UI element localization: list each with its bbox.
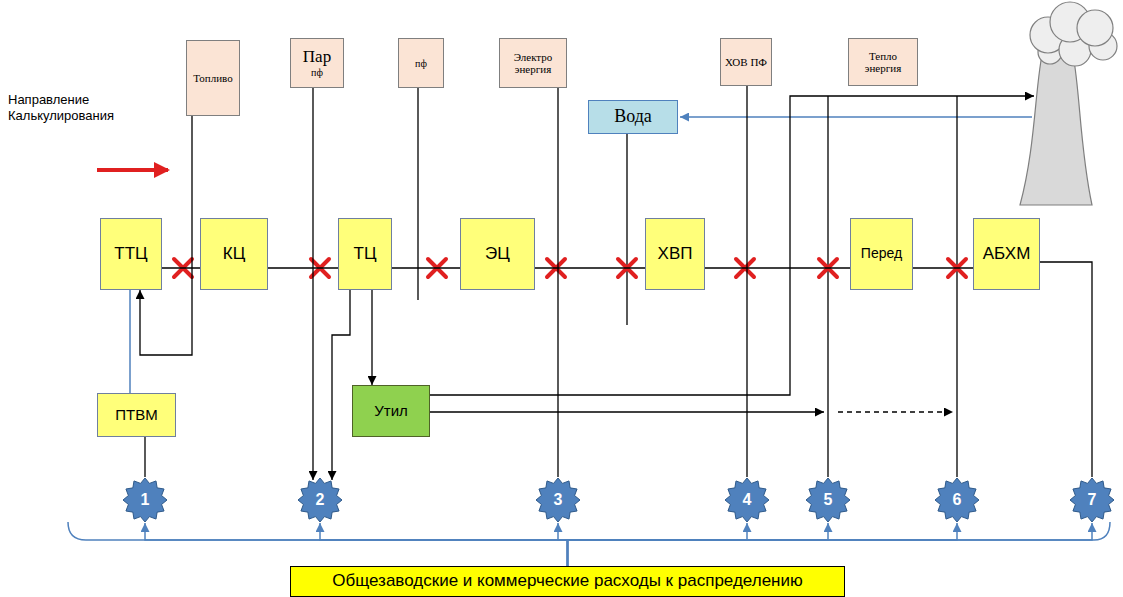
connector — [568, 523, 958, 566]
util-heat-arrow — [430, 411, 824, 412]
shop-box: АБХМ — [973, 218, 1040, 290]
node-text: Утил — [374, 403, 408, 420]
connector — [162, 267, 200, 268]
connector — [913, 267, 973, 268]
star-shape — [806, 478, 850, 522]
callout-number: 4 — [743, 491, 752, 509]
connector — [392, 267, 460, 268]
util-to-tower-arrow — [430, 96, 1034, 395]
source-box: Электро энергия — [499, 38, 567, 88]
connector — [332, 290, 350, 480]
node-text: Электро энергия — [502, 51, 564, 75]
water-return-arrow — [680, 116, 1032, 118]
utilizer-box: Утил — [352, 385, 430, 437]
connector — [568, 523, 829, 566]
shop-box: Перед — [850, 218, 913, 290]
connector — [558, 523, 568, 566]
star-shape — [725, 478, 769, 522]
node-text: АБХМ — [983, 245, 1031, 264]
steam-cloud — [1030, 2, 1117, 66]
node-text: Топливо — [193, 72, 232, 84]
connector — [705, 267, 850, 268]
water-box: Вода — [588, 100, 678, 134]
callout-star: 5 — [805, 477, 851, 523]
callout-number: 6 — [953, 491, 962, 509]
callout-star: 1 — [122, 477, 168, 523]
collector-line — [827, 96, 828, 477]
connector — [268, 267, 338, 268]
callout-number: 7 — [1088, 491, 1097, 509]
node-text: Тепло энергия — [851, 50, 915, 74]
node-text: Перед — [861, 246, 902, 261]
connector — [535, 267, 645, 268]
direction-arrow — [97, 168, 168, 172]
node-text: Общезаводские и коммерческие расходы к р… — [332, 572, 802, 591]
callout-star: 4 — [724, 477, 770, 523]
shop-box: ТТЦ — [100, 218, 162, 290]
connector — [371, 290, 372, 385]
shop-box: КЦ — [200, 218, 268, 290]
node-text: ХВП — [658, 245, 693, 264]
node-text: Пар — [303, 48, 331, 67]
callout-star: 6 — [934, 477, 980, 523]
node-text: ХОВ ПФ — [725, 56, 767, 68]
node-text: ТЦ — [354, 245, 377, 264]
callout-star: 3 — [535, 477, 581, 523]
connector — [312, 88, 313, 480]
node-text: пф — [415, 58, 427, 69]
cloud-puff — [1077, 10, 1113, 46]
node-text: пф — [311, 67, 323, 78]
callout-number: 2 — [316, 491, 325, 509]
shop-box: ХВП — [645, 218, 705, 290]
callout-number: 5 — [824, 491, 833, 509]
star-shape — [536, 478, 580, 522]
connector — [320, 523, 568, 566]
direction-label: Направление Калькулирования — [8, 92, 133, 123]
node-text: ПТВМ — [115, 407, 157, 424]
connector — [145, 523, 568, 566]
callout-number: 1 — [141, 491, 150, 509]
node-text: ТТЦ — [114, 245, 147, 264]
node-text: ЭЦ — [485, 245, 510, 264]
shop-box: ПТВМ — [97, 393, 176, 437]
node-text: КЦ — [223, 245, 245, 264]
source-box: пф — [398, 38, 444, 88]
water-line — [626, 134, 627, 325]
star-shape — [935, 478, 979, 522]
connector — [1040, 262, 1092, 477]
callout-number: 3 — [554, 491, 563, 509]
connector — [746, 86, 747, 477]
distribution-brace — [68, 522, 1110, 540]
star-shape — [123, 478, 167, 522]
connector — [557, 88, 558, 477]
source-box: Парпф — [290, 38, 344, 88]
star-shape — [298, 478, 342, 522]
connector — [144, 437, 145, 477]
cut-marks — [174, 259, 966, 277]
star-shape — [1070, 478, 1114, 522]
connector — [568, 523, 748, 566]
connector — [129, 290, 131, 393]
callout-star: 7 — [1069, 477, 1115, 523]
cost-band: Общезаводские и коммерческие расходы к р… — [290, 566, 845, 597]
shop-box: ТЦ — [338, 218, 392, 290]
source-box: Тепло энергия — [848, 38, 918, 86]
shop-box: ЭЦ — [460, 218, 535, 290]
connector — [568, 523, 1093, 566]
collector-line — [956, 96, 957, 477]
util-heat-dashed-arrow — [838, 411, 953, 412]
node-text: Вода — [614, 107, 652, 127]
source-box: Топливо — [186, 40, 240, 116]
callout-star: 2 — [297, 477, 343, 523]
source-box: ХОВ ПФ — [720, 38, 772, 86]
cooling-tower — [1020, 55, 1092, 205]
